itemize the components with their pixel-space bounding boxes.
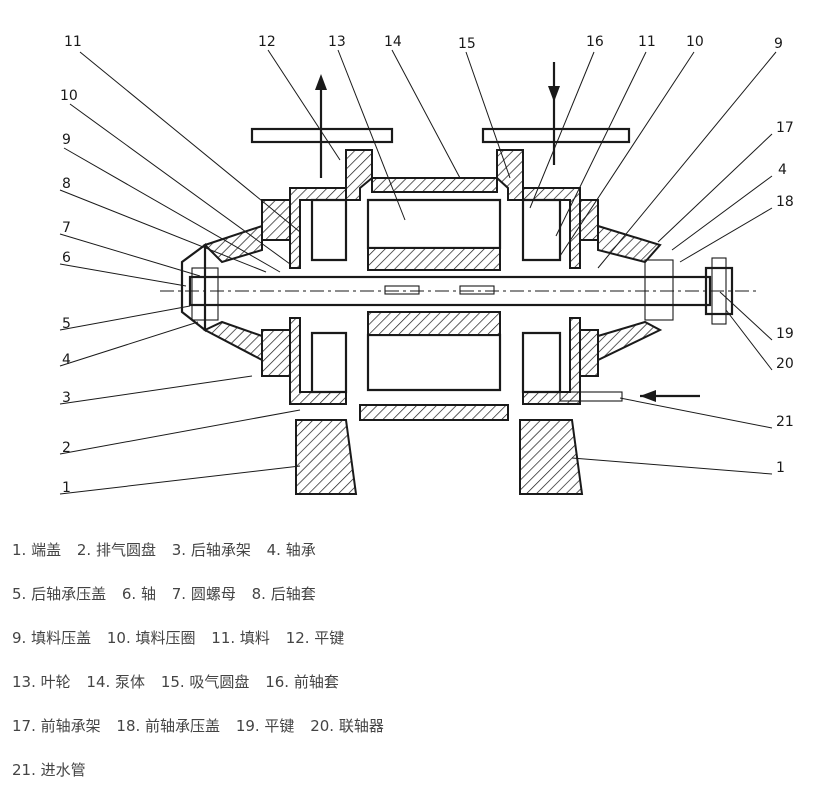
legend-entry: 16. 前轴套 <box>265 673 339 691</box>
shaft <box>160 275 760 307</box>
legend-row: 13. 叶轮 14. 泵体 15. 吸气圆盘 16. 前轴套 <box>12 660 822 704</box>
legend-row: 21. 进水管 <box>12 748 822 792</box>
callout-21: 21 <box>776 414 794 430</box>
legend-entry: 6. 轴 <box>121 585 156 603</box>
leader-lines <box>59 49 777 495</box>
legend-entry: 17. 前轴承架 <box>12 717 101 735</box>
callout-3: 3 <box>62 390 71 406</box>
pump-body <box>345 149 524 421</box>
callout-17: 17 <box>776 120 794 136</box>
callout-5: 5 <box>62 316 71 332</box>
callout-19: 19 <box>776 326 794 342</box>
legend-entry: 12. 平键 <box>285 629 345 647</box>
callout-18: 18 <box>776 194 794 210</box>
legend-entry: 2. 排气圆盘 <box>76 541 156 559</box>
callout-4: 4 <box>778 162 787 178</box>
legend-entry: 21. 进水管 <box>12 761 86 779</box>
rear-bearing-housing <box>180 224 263 362</box>
inlet-flange <box>481 127 631 144</box>
legend-entry: 13. 叶轮 <box>12 673 71 691</box>
front-bearing-housing <box>597 224 674 362</box>
callout-1: 1 <box>62 480 71 496</box>
legend-entry: 1. 端盖 <box>12 541 62 559</box>
legend-entry: 15. 吸气圆盘 <box>160 673 250 691</box>
legend-entry: 8. 后轴套 <box>251 585 316 603</box>
callout-11: 11 <box>638 34 656 50</box>
callout-4: 4 <box>62 352 71 368</box>
coupling <box>704 257 734 325</box>
callout-10: 10 <box>60 88 78 104</box>
callout-labels: 11 12 13 14 15 16 11 10 9 10 9 8 7 6 5 4… <box>60 34 794 496</box>
callout-20: 20 <box>776 356 794 372</box>
impeller <box>367 247 501 336</box>
callout-14: 14 <box>384 34 402 50</box>
water-inlet-arrow-icon <box>640 390 700 402</box>
callout-9: 9 <box>774 36 783 52</box>
water-inlet-pipe <box>559 391 623 402</box>
callout-16: 16 <box>586 34 604 50</box>
legend-entry: 18. 前轴承压盖 <box>116 717 221 735</box>
callout-10: 10 <box>686 34 704 50</box>
legend-entry: 3. 后轴承架 <box>171 541 251 559</box>
end-cover-right <box>521 187 599 405</box>
callout-12: 12 <box>258 34 276 50</box>
legend-entry: 14. 泵体 <box>86 673 146 691</box>
legend-entry: 11. 填料 <box>211 629 270 647</box>
callout-2: 2 <box>62 440 71 456</box>
callout-15: 15 <box>458 36 476 52</box>
legend-entry: 20. 联轴器 <box>310 717 384 735</box>
callout-1: 1 <box>776 460 785 476</box>
callout-13: 13 <box>328 34 346 50</box>
legend-entry: 19. 平键 <box>235 717 295 735</box>
legend-row: 9. 填料压盖 10. 填料压圈 11. 填料 12. 平键 <box>12 616 822 660</box>
legend-entry: 5. 后轴承压盖 <box>12 585 107 603</box>
callout-8: 8 <box>62 176 71 192</box>
suction-arrow-icon <box>548 62 560 165</box>
pump-cross-section-diagram: 11 12 13 14 15 16 11 10 9 10 9 8 7 6 5 4… <box>59 34 794 496</box>
legend-row: 1. 端盖 2. 排气圆盘 3. 后轴承架 4. 轴承 <box>12 528 822 572</box>
callout-11: 11 <box>64 34 82 50</box>
parts-legend: 1. 端盖 2. 排气圆盘 3. 后轴承架 4. 轴承 5. 后轴承压盖 6. … <box>12 528 822 792</box>
callout-7: 7 <box>62 220 71 236</box>
legend-entry: 7. 圆螺母 <box>171 585 236 603</box>
callout-6: 6 <box>62 250 71 266</box>
legend-entry: 4. 轴承 <box>266 541 316 559</box>
callout-9: 9 <box>62 132 71 148</box>
legend-entry: 10. 填料压圈 <box>106 629 196 647</box>
end-cover-left <box>261 187 348 405</box>
support-feet <box>295 419 584 495</box>
legend-row: 17. 前轴承架 18. 前轴承压盖 19. 平键 20. 联轴器 <box>12 704 822 748</box>
exhaust-arrow-icon <box>315 74 327 178</box>
legend-entry: 9. 填料压盖 <box>12 629 92 647</box>
legend-row: 5. 后轴承压盖 6. 轴 7. 圆螺母 8. 后轴套 <box>12 572 822 616</box>
